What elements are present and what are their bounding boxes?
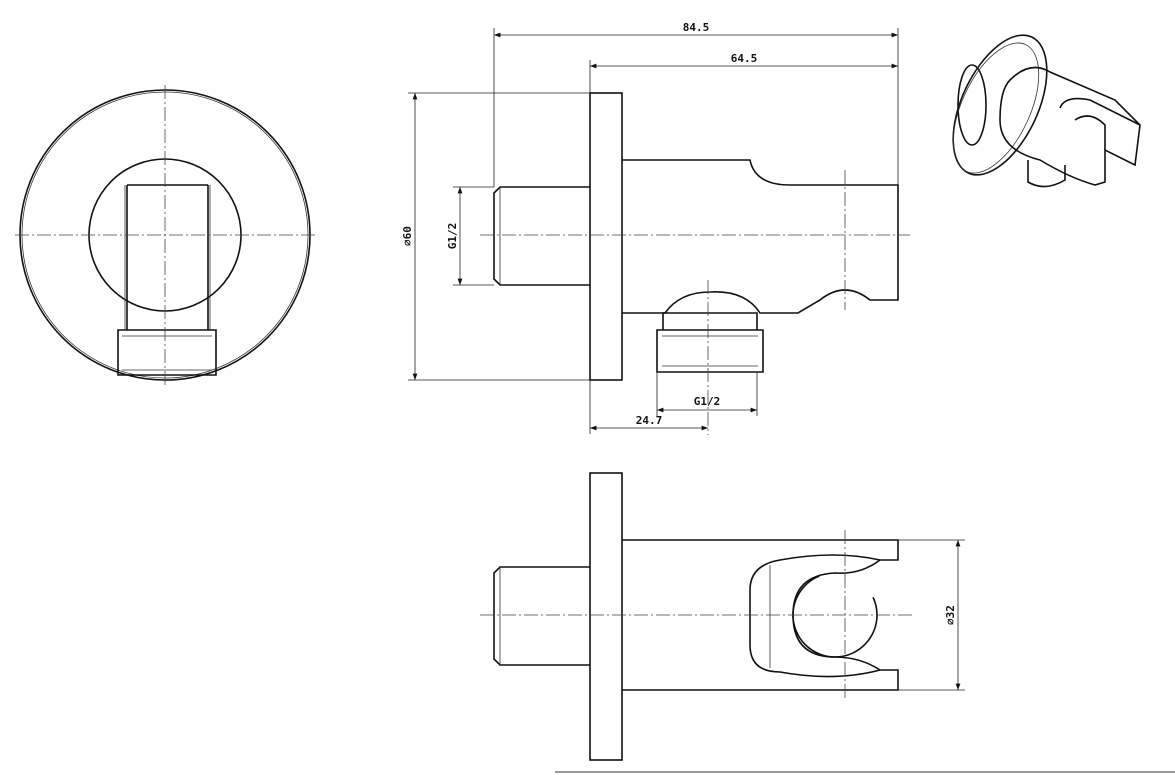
side-view xyxy=(480,92,910,435)
dim-flange-diameter: ⌀60 xyxy=(401,226,414,246)
isometric-view xyxy=(952,34,1141,188)
dim-outlet-offset: 24.7 xyxy=(636,414,663,427)
dim-outlet-thread: G1/2 xyxy=(694,395,721,408)
top-view: ⌀32 xyxy=(480,472,965,761)
side-dimensions: 84.5 64.5 ⌀60 G1/2 G1/2 24.7 xyxy=(401,21,899,434)
dim-inlet-thread: G1/2 xyxy=(446,223,459,250)
dim-overall-length: 84.5 xyxy=(683,21,710,34)
front-view xyxy=(15,85,318,388)
dim-body-length: 64.5 xyxy=(731,52,758,65)
dim-holder-diameter: ⌀32 xyxy=(944,605,957,625)
